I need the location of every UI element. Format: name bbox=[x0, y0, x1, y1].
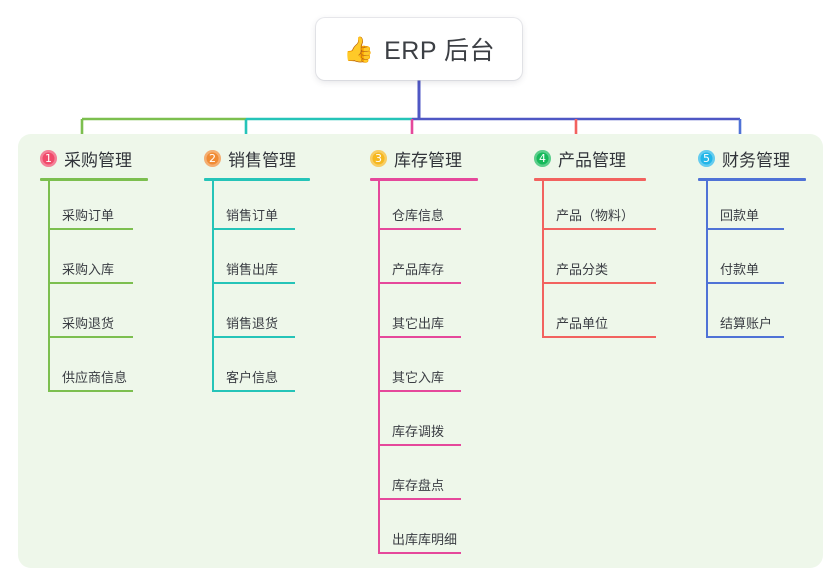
branch-title: 销售管理 bbox=[228, 151, 296, 170]
leaf-label: 回款单 bbox=[720, 208, 760, 223]
leaf-underline bbox=[212, 390, 295, 392]
branch-spine bbox=[706, 178, 708, 338]
branch-title: 财务管理 bbox=[722, 151, 790, 170]
leaf-label: 产品单位 bbox=[556, 316, 609, 331]
branch-spine bbox=[48, 178, 50, 392]
branch-underline bbox=[698, 178, 806, 181]
leaf-label: 结算账户 bbox=[720, 316, 773, 331]
leaf-label: 采购入库 bbox=[62, 262, 115, 277]
leaf-underline bbox=[212, 228, 295, 230]
branch-spine bbox=[378, 178, 380, 554]
branch-number-badge: 4 bbox=[534, 150, 551, 167]
branches-panel bbox=[18, 134, 823, 568]
leaf-label: 采购退货 bbox=[62, 316, 115, 331]
leaf-label: 销售出库 bbox=[226, 262, 279, 277]
leaf-underline bbox=[378, 444, 461, 446]
branch-header-2[interactable]: 2 销售管理 bbox=[204, 146, 296, 171]
branch-number-badge: 1 bbox=[40, 150, 57, 167]
leaf-label: 销售退货 bbox=[226, 316, 279, 331]
leaf-underline bbox=[212, 336, 295, 338]
leaf-underline bbox=[542, 336, 656, 338]
leaf-underline bbox=[48, 336, 133, 338]
branch-number-text: 1 bbox=[45, 151, 52, 165]
branch-header-3[interactable]: 3 库存管理 bbox=[370, 146, 462, 171]
branch-title: 产品管理 bbox=[558, 151, 626, 170]
leaf-label: 其它入库 bbox=[392, 370, 445, 385]
leaf-label: 付款单 bbox=[720, 262, 760, 277]
thumbs-up-icon: 👍 bbox=[342, 35, 375, 64]
branch-underline bbox=[204, 178, 310, 181]
leaf-underline bbox=[706, 282, 784, 284]
branch-title: 采购管理 bbox=[64, 151, 132, 170]
leaf-label: 客户信息 bbox=[226, 370, 279, 385]
leaf-label: 销售订单 bbox=[226, 208, 279, 223]
branch-number-text: 3 bbox=[375, 151, 382, 165]
branch-number-badge: 3 bbox=[370, 150, 387, 167]
leaf-label: 其它出库 bbox=[392, 316, 445, 331]
branch-number-badge: 2 bbox=[204, 150, 221, 167]
branch-spine bbox=[212, 178, 214, 392]
leaf-label: 产品分类 bbox=[556, 262, 609, 277]
branch-number-text: 5 bbox=[703, 151, 710, 165]
leaf-label: 出库库明细 bbox=[392, 532, 458, 547]
branch-underline bbox=[40, 178, 148, 181]
branch-underline bbox=[370, 178, 478, 181]
leaf-label: 库存调拨 bbox=[392, 424, 445, 439]
branch-underline bbox=[534, 178, 646, 181]
leaf-underline bbox=[706, 336, 784, 338]
leaf-underline bbox=[542, 282, 656, 284]
leaf-underline bbox=[48, 390, 133, 392]
leaf-underline bbox=[212, 282, 295, 284]
branch-header-1[interactable]: 1 采购管理 bbox=[40, 146, 132, 171]
leaf-underline bbox=[378, 336, 461, 338]
leaf-label: 产品（物料） bbox=[556, 208, 635, 223]
branch-header-4[interactable]: 4 产品管理 bbox=[534, 146, 626, 171]
branch-header-5[interactable]: 5 财务管理 bbox=[698, 146, 790, 171]
root-title: ERP 后台 bbox=[384, 37, 496, 65]
leaf-label: 采购订单 bbox=[62, 208, 115, 223]
leaf-underline bbox=[378, 552, 461, 554]
leaf-underline bbox=[378, 228, 461, 230]
leaf-underline bbox=[378, 282, 461, 284]
branch-number-text: 4 bbox=[539, 151, 546, 165]
leaf-label: 库存盘点 bbox=[392, 478, 445, 493]
leaf-label: 供应商信息 bbox=[62, 370, 128, 385]
branch-number-badge: 5 bbox=[698, 150, 715, 167]
branch-number-text: 2 bbox=[209, 151, 216, 165]
leaf-underline bbox=[48, 282, 133, 284]
branch-title: 库存管理 bbox=[394, 151, 462, 170]
branch-spine bbox=[542, 178, 544, 338]
leaf-underline bbox=[378, 498, 461, 500]
leaf-label: 产品库存 bbox=[392, 262, 445, 277]
leaf-underline bbox=[378, 390, 461, 392]
root-node[interactable]: 👍 ERP 后台 bbox=[316, 18, 522, 80]
leaf-underline bbox=[706, 228, 784, 230]
leaf-underline bbox=[542, 228, 656, 230]
leaf-label: 仓库信息 bbox=[392, 208, 445, 223]
leaf-underline bbox=[48, 228, 133, 230]
